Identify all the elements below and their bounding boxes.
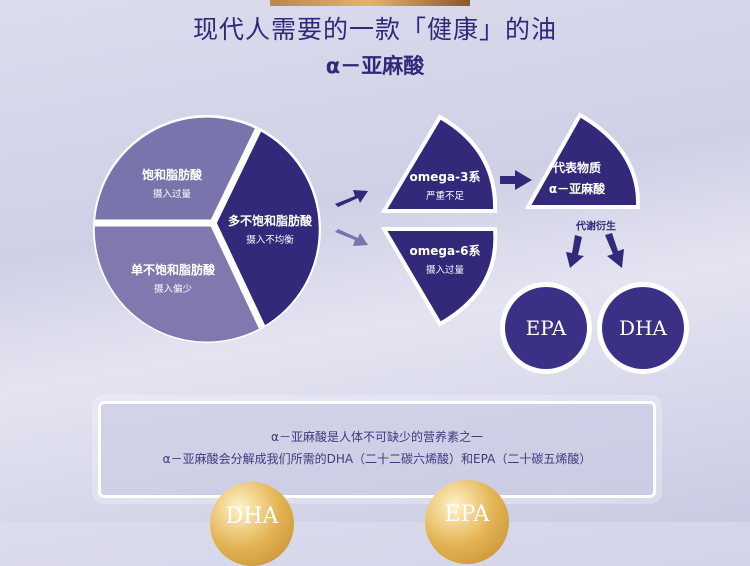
pie-slice-saturated xyxy=(95,117,258,223)
pie-label-saturated: 饱和脂肪酸摄入过量 xyxy=(141,168,203,200)
page-title: 现代人需要的一款「健康」的油 xyxy=(192,15,557,44)
page-subtitle: α－亚麻酸 xyxy=(325,54,425,78)
info-box: α－亚麻酸是人体不可缺少的营养素之一 α－亚麻酸会分解成我们所需的DHA（二十二… xyxy=(98,401,656,498)
info-line-1: α－亚麻酸是人体不可缺少的营养素之一 xyxy=(271,430,483,444)
metabolism-label: 代谢衍生 xyxy=(576,221,616,233)
arrow-icon xyxy=(335,190,368,207)
arrow-down-icon xyxy=(566,235,584,268)
pie-label-mono: 单不饱和脂肪酸摄入偏少 xyxy=(130,263,216,295)
dha-label: DHA xyxy=(619,316,667,340)
epa-circle xyxy=(505,287,587,369)
omega3-label: omega-3系严重不足 xyxy=(409,170,481,202)
pie-slice-mono xyxy=(94,223,262,342)
epa-label: EPA xyxy=(525,316,567,340)
top-decoration xyxy=(270,0,470,6)
epa-badge: EPA xyxy=(425,480,509,564)
arrow-icon xyxy=(335,229,368,246)
representative-shape xyxy=(524,112,641,209)
omega6-label: omega-6系摄入过量 xyxy=(409,244,481,276)
pie-label-poly: 多不饱和脂肪酸摄入不均衡 xyxy=(227,214,313,246)
diagram xyxy=(94,112,684,369)
omega6-shape xyxy=(380,227,498,327)
dha-circle xyxy=(602,287,684,369)
arrow-icon xyxy=(500,170,532,190)
omega3-shape xyxy=(380,114,498,213)
arrow-down-icon xyxy=(605,233,624,268)
dha-badge: DHA xyxy=(210,482,294,566)
info-line-2: α－亚麻酸会分解成我们所需的DHA（二十二碳六烯酸）和EPA（二十碳五烯酸） xyxy=(162,452,592,466)
